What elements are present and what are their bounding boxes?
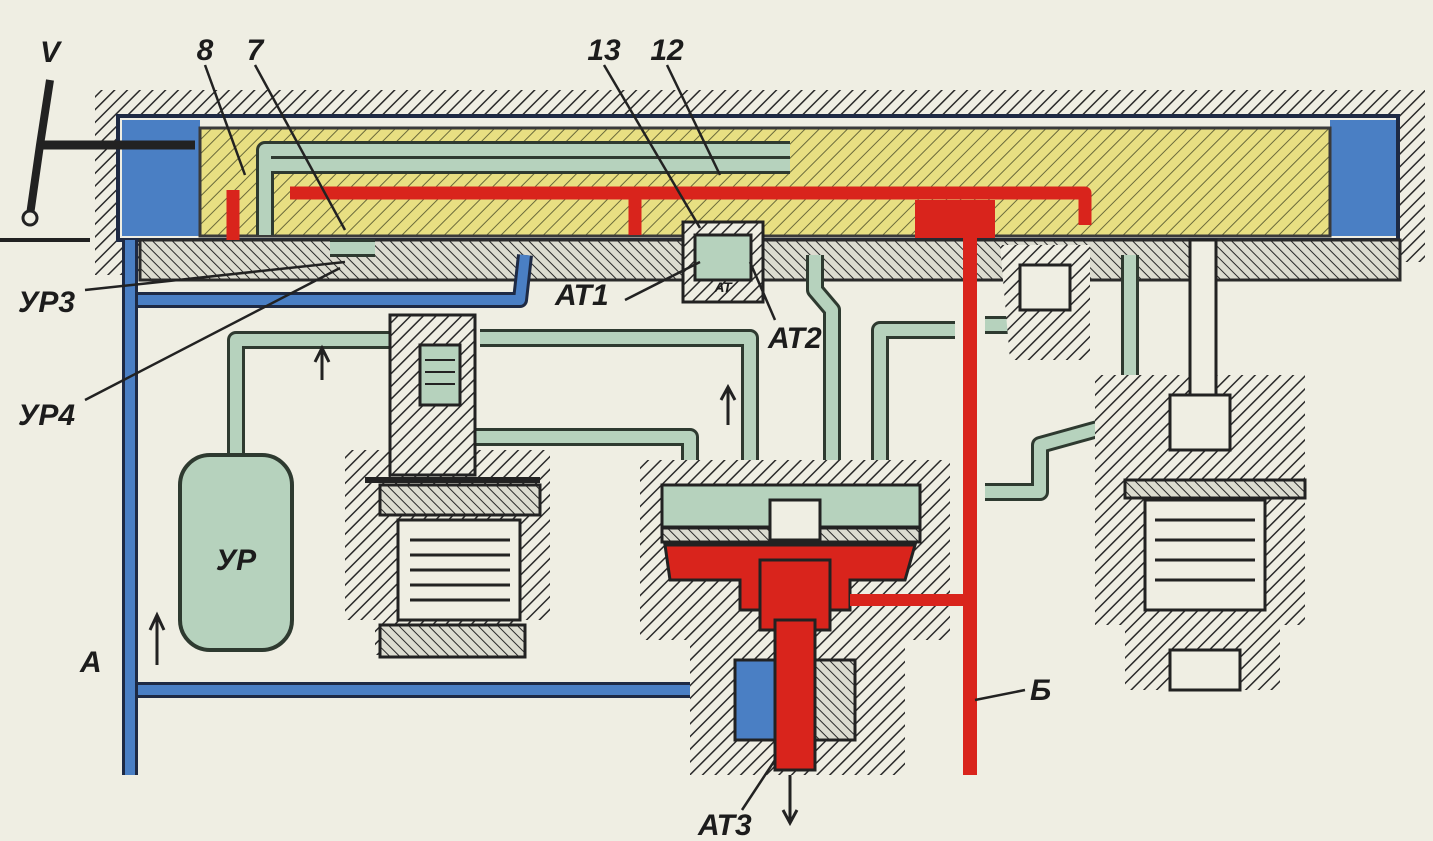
label-at2: АТ2 — [767, 322, 822, 355]
svg-text:АТ: АТ — [713, 279, 733, 295]
top-housing — [95, 90, 1425, 282]
label-v: V — [40, 36, 63, 69]
flow-arrows — [148, 344, 799, 827]
central-relay-valve — [640, 460, 970, 775]
labels: V 8 7 13 12 УР3 УР4 АТ1 АТ2 АТ3 А Б — [18, 34, 1051, 841]
label-ur3: УР3 — [18, 286, 75, 319]
equalizing-reservoir: УР — [178, 453, 294, 652]
label-12: 12 — [650, 34, 684, 67]
label-at3: АТ3 — [697, 809, 752, 841]
label-ur4: УР4 — [18, 399, 75, 432]
upper-right-valve — [1000, 245, 1090, 360]
label-8: 8 — [197, 34, 214, 67]
leader-lines — [84, 64, 1026, 811]
brake-line — [226, 186, 1092, 775]
label-13: 13 — [587, 34, 621, 67]
label-a: А — [79, 646, 102, 679]
right-relay-valve — [1095, 238, 1307, 692]
label-7: 7 — [247, 34, 265, 67]
label-b: Б — [1030, 674, 1051, 707]
handle-lever — [0, 79, 195, 242]
check-valve-at: АТ — [681, 220, 765, 304]
left-relay-valve — [345, 313, 550, 659]
label-ur: УР — [216, 544, 257, 577]
label-at1: АТ1 — [554, 279, 609, 312]
